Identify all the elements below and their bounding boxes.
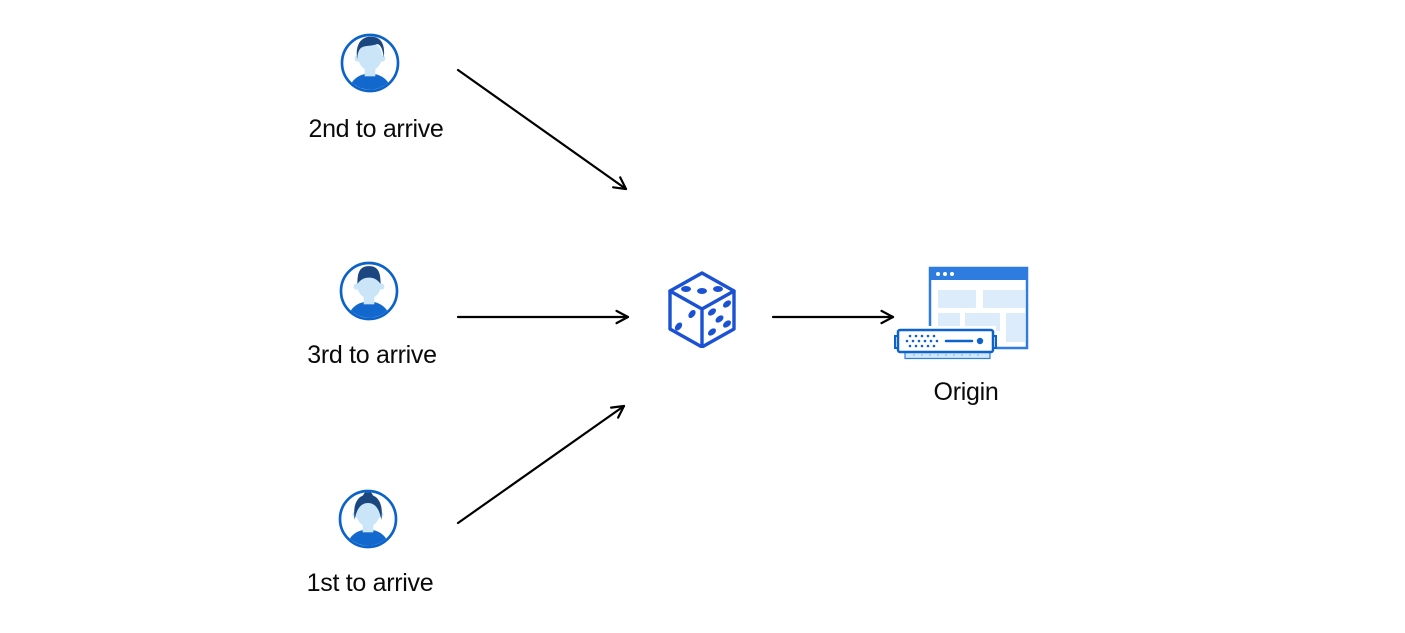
dice-icon: [668, 271, 736, 348]
arrow-visitor-middle-to-dice: [456, 309, 630, 325]
server-vent-dots: [905, 334, 939, 348]
arrow-visitor-bottom-to-dice: [456, 404, 626, 525]
visitor-bottom-label: 1st to arrive: [306, 569, 434, 597]
visitor-top-node: [338, 31, 402, 95]
male-avatar-swoop-hair-icon: [340, 33, 400, 93]
browser-window-icon: [928, 266, 1029, 350]
origin-node: [894, 262, 1030, 362]
visitor-bottom-node: [336, 487, 400, 551]
dice-pips: [674, 286, 732, 336]
arrow-visitor-top-to-dice: [456, 68, 628, 191]
origin-browser-server-icon: [894, 266, 1029, 360]
visitor-middle-node: [337, 259, 401, 323]
server-led-dot: [976, 337, 984, 345]
visitor-top-label: 2nd to arrive: [308, 115, 444, 143]
origin-label: Origin: [933, 378, 999, 406]
arrow-dice-to-origin: [771, 309, 895, 325]
male-avatar-flat-hair-icon: [339, 261, 399, 321]
randomizer-node: [667, 268, 737, 348]
visitor-middle-label: 3rd to arrive: [307, 341, 437, 369]
server-icon: [894, 326, 997, 360]
female-avatar-bun-hair-icon: [338, 489, 398, 549]
